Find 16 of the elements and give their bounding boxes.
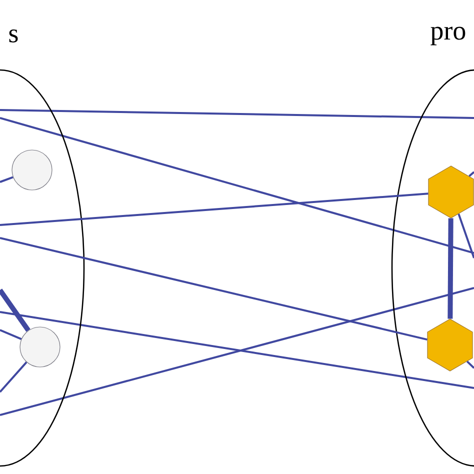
network-line: [0, 288, 30, 332]
network-line: [0, 176, 14, 183]
network-line: [468, 171, 474, 177]
network-line: [0, 237, 428, 341]
network-line: [448, 218, 454, 319]
network-line: [0, 192, 428, 226]
hexagon-node: [427, 318, 473, 372]
network-line: [466, 360, 474, 369]
group-heading: pro: [430, 26, 466, 46]
circle-node: [20, 326, 60, 368]
circle-node: [12, 150, 52, 190]
hexagon-node: [428, 166, 474, 218]
network-line: [0, 362, 28, 393]
network-line: [458, 214, 474, 258]
network-line: [0, 329, 22, 340]
group-heading: s: [9, 30, 18, 42]
